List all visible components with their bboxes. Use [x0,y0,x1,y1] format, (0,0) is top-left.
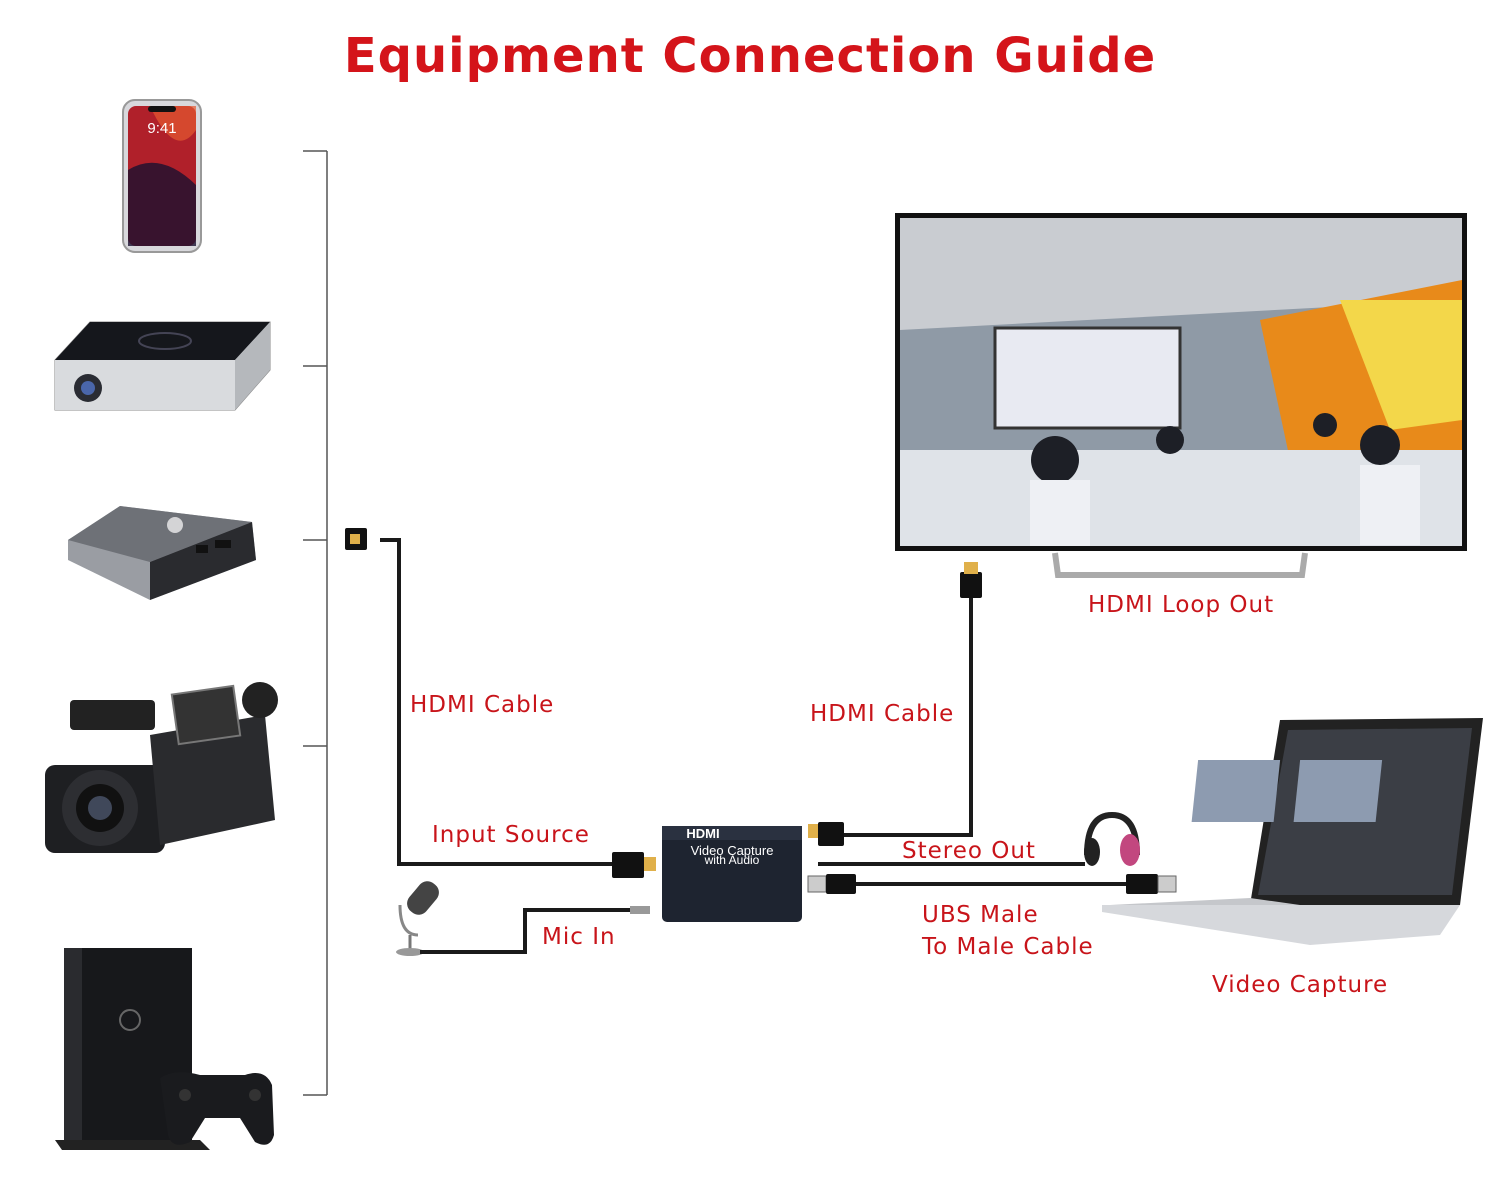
label-mic-in: Mic In [542,924,616,950]
label-usb-cable-line1: UBS Male [922,902,1039,928]
usb-plug-icon [807,874,856,894]
camcorder-icon [45,682,278,853]
capture-device-line1: Video Capture [690,843,774,858]
smartphone-icon [122,99,202,253]
mic-cable [420,908,630,954]
headphones-icon [1084,811,1140,866]
page-title: Equipment Connection Guide [343,28,1157,84]
capture-device-brand: HDMI [686,826,720,841]
usb-plug-icon [1126,874,1177,894]
label-hdmi-loop-out: HDMI Loop Out [1088,592,1275,618]
laptop-icon [1102,718,1483,945]
label-hdmi-cable-right: HDMI Cable [810,701,955,727]
hdmi-plug-icon [345,528,367,550]
label-stereo-out: Stereo Out [902,838,1036,864]
phone-time: 9:41 [147,120,177,137]
projector-icon [54,321,271,411]
audio-jack-icon [630,906,650,914]
label-usb-cable-line2: To Male Cable [922,934,1094,960]
hdmi-plug-icon [612,852,656,878]
game-console-icon [55,948,274,1150]
cables [380,538,1130,954]
capture-device-line2: with Audio [704,853,760,867]
capture-device [662,826,802,922]
hdmi-plug-icon [808,822,844,846]
television-icon [895,213,1467,578]
hdmi-loop-cable [840,592,973,837]
label-hdmi-cable-left: HDMI Cable [410,692,555,718]
microphone-icon [396,881,439,956]
label-video-capture: Video Capture [1212,972,1389,998]
tv-box-icon [68,506,256,600]
hdmi-plug-icon [960,562,982,598]
label-input-source: Input Source [432,822,590,848]
source-bracket [303,150,328,1096]
hdmi-input-cable [380,538,620,866]
